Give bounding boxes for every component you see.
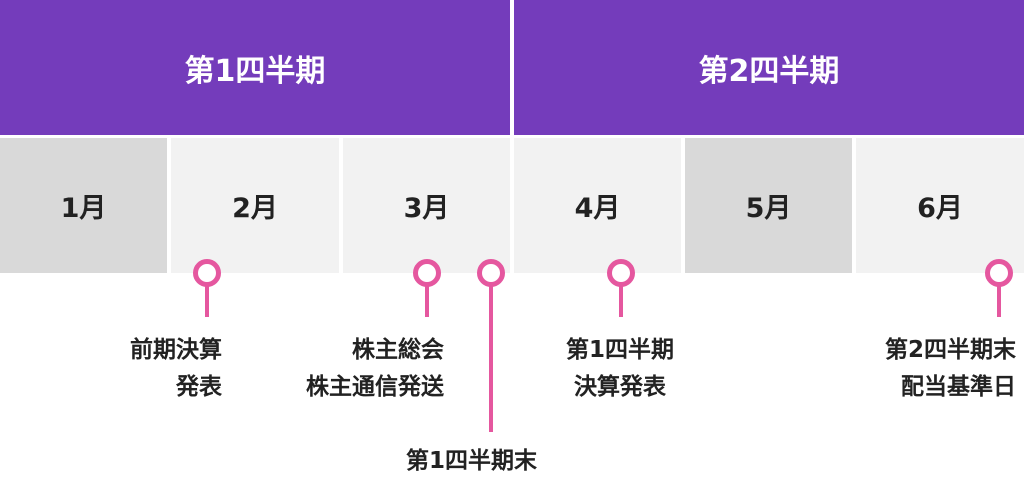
month-label: 4月 xyxy=(574,193,621,224)
event-label-line: 第1四半期末 xyxy=(406,448,538,474)
quarter-header-q1: 第1四半期 xyxy=(0,0,510,135)
event-label-apr: 第1四半期 決算発表 xyxy=(542,332,698,406)
event-stem-feb xyxy=(205,280,209,317)
event-label-feb: 前期決算 発表 xyxy=(130,332,222,406)
month-label: 1月 xyxy=(60,193,107,224)
month-cell-jun: 6月 xyxy=(856,138,1024,273)
month-cell-may: 5月 xyxy=(685,138,852,273)
event-stem-mar xyxy=(425,280,429,317)
month-cell-apr: 4月 xyxy=(514,138,681,273)
event-marker-feb xyxy=(193,259,221,287)
event-stem-q1-end xyxy=(489,280,493,432)
month-label: 3月 xyxy=(403,193,450,224)
event-label-line: 株主通信発送 xyxy=(306,374,444,400)
event-label-line: 配当基準日 xyxy=(901,374,1016,400)
month-label: 5月 xyxy=(745,193,792,224)
event-label-line: 発表 xyxy=(176,374,222,400)
event-label-mar: 株主総会 株主通信発送 xyxy=(306,332,444,406)
month-label: 2月 xyxy=(232,193,278,224)
event-marker-mar xyxy=(413,259,441,287)
event-label-line: 前期決算 xyxy=(130,337,222,363)
event-marker-apr xyxy=(607,259,635,287)
event-label-line: 第1四半期 xyxy=(565,337,674,363)
event-stem-apr xyxy=(619,280,623,317)
event-marker-q1-end xyxy=(477,259,505,287)
event-label-q2-end: 第2四半期末 配当基準日 xyxy=(885,332,1016,406)
quarter-header-q2: 第2四半期 xyxy=(514,0,1024,135)
month-cell-feb: 2月 xyxy=(171,138,339,273)
month-label: 6月 xyxy=(917,193,963,224)
event-label-line: 決算発表 xyxy=(574,374,666,400)
event-label-line: 第2四半期末 xyxy=(884,337,1016,363)
event-label-line: 株主総会 xyxy=(352,337,444,363)
event-label-q1-end: 第1四半期末 xyxy=(406,443,537,480)
month-cell-jan: 1月 xyxy=(0,138,167,273)
month-cell-mar: 3月 xyxy=(343,138,510,273)
quarter-label: 第2四半期 xyxy=(698,53,840,89)
event-marker-q2-end xyxy=(985,259,1013,287)
quarter-label: 第1四半期 xyxy=(184,53,326,89)
event-stem-q2-end xyxy=(997,280,1001,317)
